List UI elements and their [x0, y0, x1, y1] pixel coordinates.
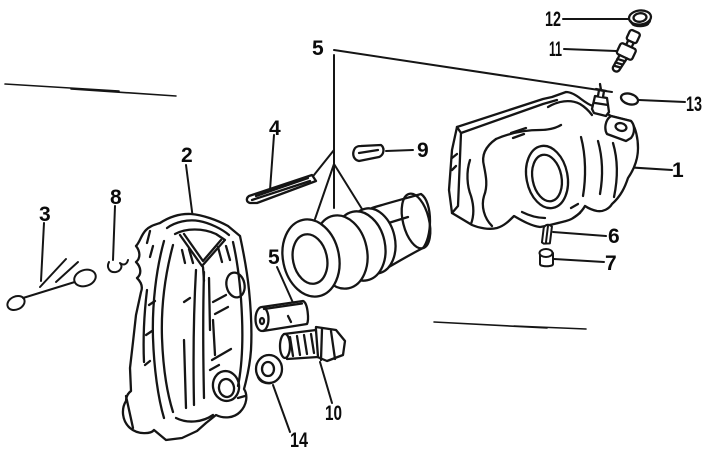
svg-text:5: 5	[268, 246, 280, 269]
svg-text:1: 1	[672, 159, 684, 182]
svg-text:14: 14	[290, 429, 308, 452]
svg-text:12: 12	[545, 8, 561, 31]
svg-text:7: 7	[605, 252, 617, 275]
svg-text:10: 10	[325, 402, 342, 425]
svg-text:4: 4	[269, 117, 281, 140]
svg-text:13: 13	[686, 93, 702, 116]
svg-text:8: 8	[110, 186, 122, 209]
svg-text:2: 2	[181, 144, 193, 167]
svg-text:5: 5	[312, 37, 324, 60]
svg-text:3: 3	[39, 203, 51, 226]
svg-text:6: 6	[608, 225, 620, 248]
svg-text:9: 9	[417, 139, 429, 162]
svg-text:11: 11	[549, 38, 562, 61]
